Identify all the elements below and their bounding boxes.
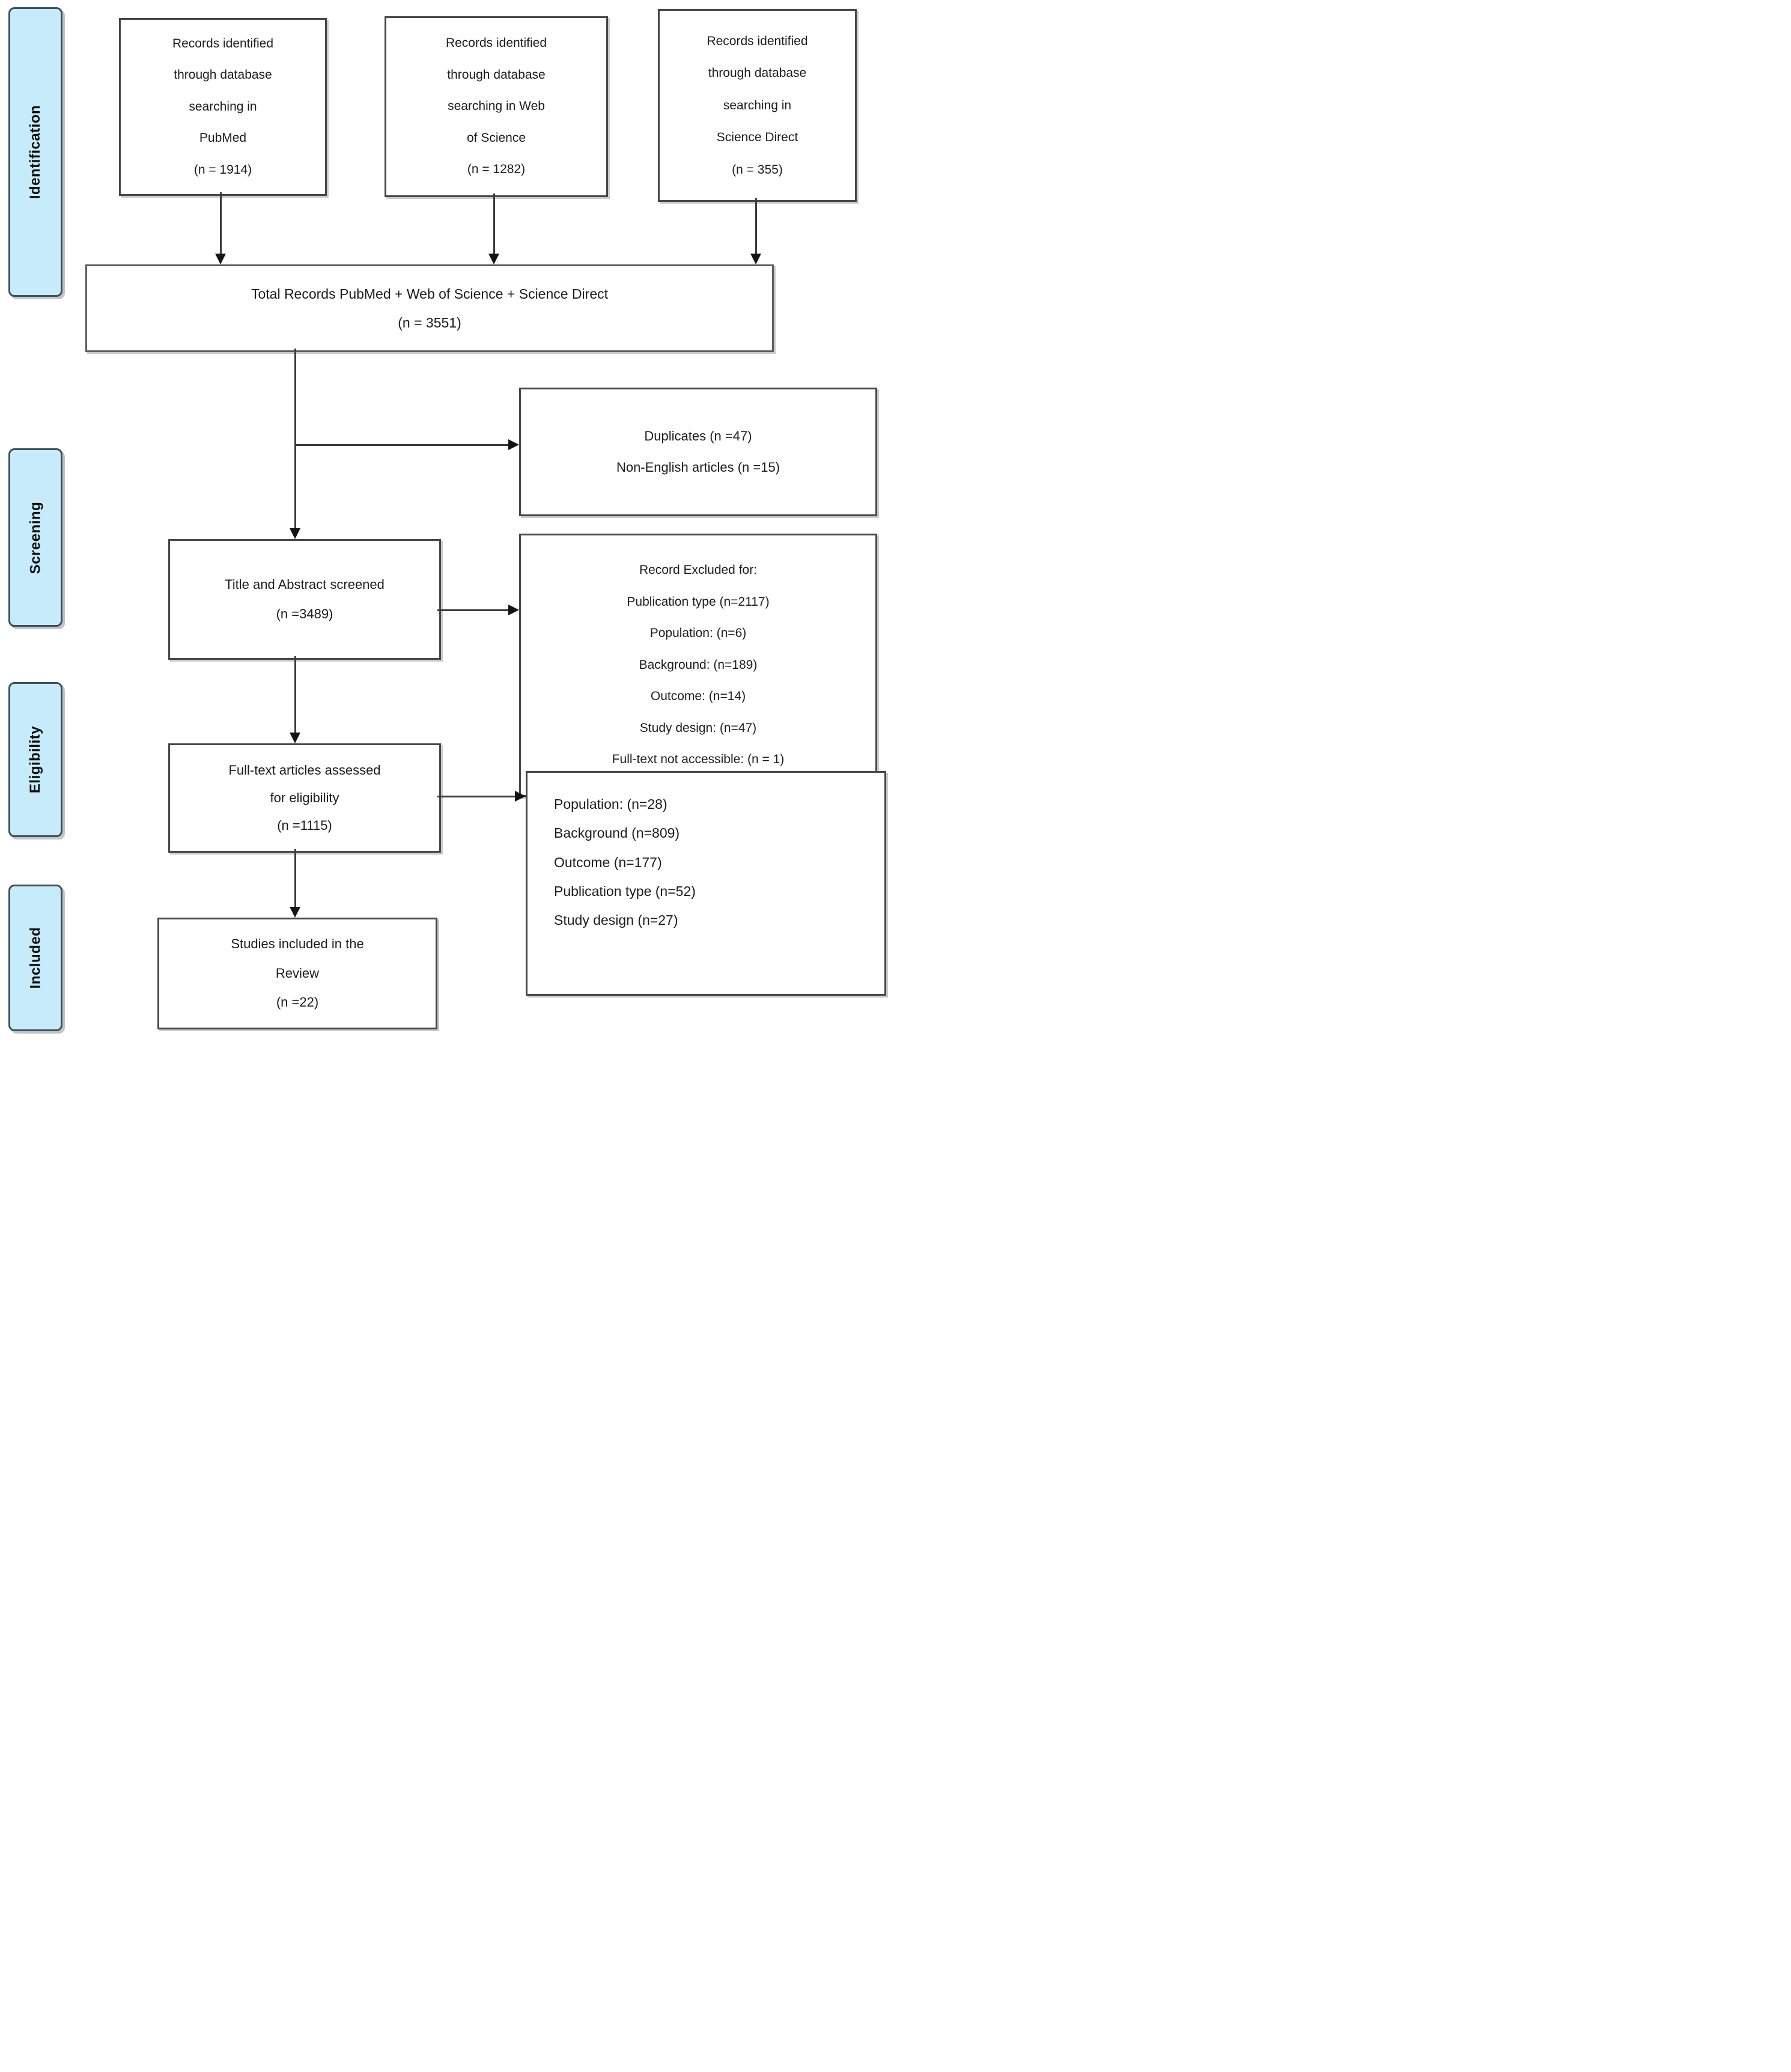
stage-label-eligibility: Eligibility [27,725,43,794]
connector-total-to-screening [294,349,296,531]
box-fulltext-assessed: Full-text articles assessed for eligibil… [168,743,441,853]
stage-tab-eligibility: Eligibility [8,682,62,837]
arrowhead-title-to-fulltext [290,733,300,743]
stage-tab-screening: Screening [8,448,62,627]
box-records-excluded: Record Excluded for: Publication type (n… [519,534,877,797]
box-title-abstract-screened: Title and Abstract screened (n =3489) [168,539,441,660]
arrowhead-wos-to-total [488,254,499,264]
stage-tab-included: Included [8,885,62,1031]
box-records-science-direct: Records identified through database sear… [658,9,857,202]
arrowhead-fulltext-to-included [290,907,300,918]
connector-wos-to-total [493,193,495,255]
arrowhead-total-to-screening [290,528,300,539]
prisma-flow-diagram: Identification Screening Eligibility Inc… [0,0,895,1036]
connector-title-to-fulltext [294,656,296,735]
arrowhead-title-to-excluded [508,605,519,615]
box-duplicates-removed: Duplicates (n =47) Non-English articles … [519,388,877,516]
stage-label-identification: Identification [27,105,43,200]
box-fulltext-exclusion-reasons: Population: (n=28) Background (n=809) Ou… [526,771,886,996]
arrowhead-fulltext-to-reasons [515,791,526,802]
stage-label-included: Included [27,927,44,989]
connector-title-to-excluded [437,609,509,611]
connector-sd-to-total [755,198,757,255]
box-total-records: Total Records PubMed + Web of Science + … [85,264,774,352]
connector-pubmed-to-total [220,192,222,255]
box-records-pubmed: Records identified through database sear… [119,18,327,196]
arrowhead-pubmed-to-total [215,254,226,264]
connector-fulltext-to-included [294,849,296,909]
box-records-web-of-science: Records identified through database sear… [385,16,608,197]
arrowhead-branch-to-duplicates [508,439,519,450]
connector-fulltext-to-reasons [437,796,516,797]
stage-tab-identification: Identification [8,7,62,297]
stage-label-screening: Screening [27,501,44,574]
arrowhead-sd-to-total [750,254,761,264]
box-studies-included: Studies included in the Review (n =22) [157,918,437,1029]
connector-branch-to-duplicates [295,444,509,446]
